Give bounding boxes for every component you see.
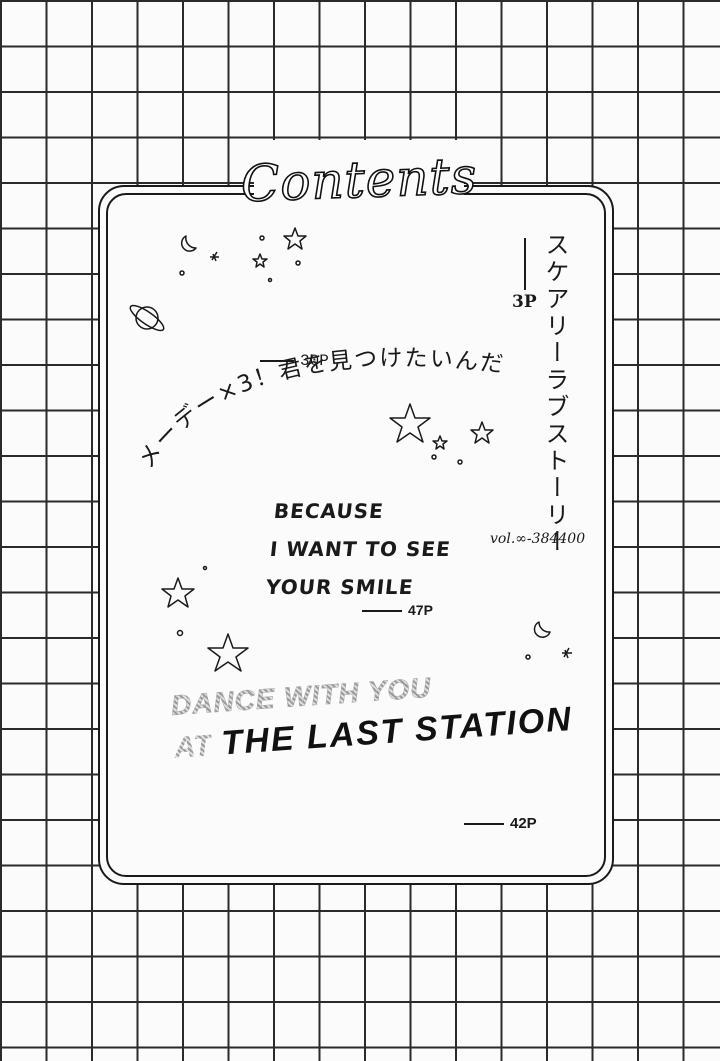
entry-1-page: 3P <box>512 292 537 312</box>
svg-text:メーデー×3！君を見つけたいんだ！: メーデー×3！君を見つけたいんだ！ <box>0 0 506 473</box>
entry-2-title: メーデー×3！君を見つけたいんだ！ <box>0 0 504 473</box>
entry-3-page-row: 47P <box>362 602 433 618</box>
contents-frame-inner <box>106 193 606 877</box>
entry-3-title-line-1: BECAUSE <box>272 499 386 523</box>
entry-2-leader-line <box>260 359 294 362</box>
entry-4-title-prefix: AT <box>172 729 213 765</box>
entry-4-page-row: 42P <box>464 815 537 832</box>
entry-4-leader-line <box>464 823 504 826</box>
entry-1-leader-line <box>524 238 526 290</box>
entry-3-title-line-3: YOUR SMILE <box>264 575 415 599</box>
entry-2-page: 30P <box>300 352 329 370</box>
contents-heading: Contents <box>239 140 479 220</box>
entry-3-title: BECAUSE I WANT TO SEE YOUR SMILE <box>264 492 457 606</box>
entry-3-title-line-2: I WANT TO SEE <box>268 537 452 561</box>
entry-2-page-row: 30P <box>260 352 329 370</box>
entry-1-subtitle: vol.∞-384400 <box>490 531 586 547</box>
entry-3-leader-line <box>362 610 402 613</box>
entry-4-page: 42P <box>510 815 537 832</box>
entry-3-page: 47P <box>408 602 433 618</box>
entry-1-title: スケアリーラブストーリー <box>541 232 569 556</box>
